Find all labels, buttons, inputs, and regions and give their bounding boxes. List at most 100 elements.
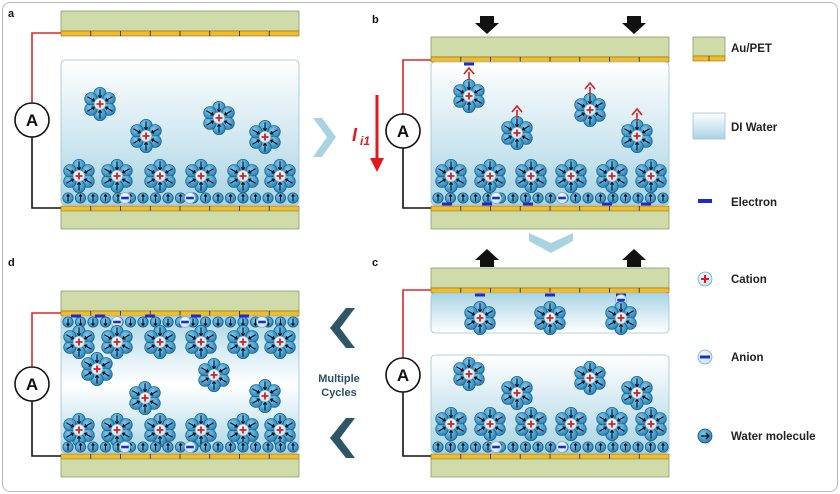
hydrated-cation [435,158,467,194]
hydrated-cation [515,406,547,442]
plus-sign [276,338,284,346]
wire [31,137,61,209]
plus-sign [113,426,121,434]
minus-sign [617,298,625,302]
electron [442,202,452,206]
ammeter-d: A [14,366,50,402]
anion [184,192,196,204]
hydrated-cation [534,300,566,336]
wire [402,59,431,114]
minus-sign [558,196,566,200]
water-molecule [469,441,482,453]
panel-label-d: d [8,257,15,269]
water-molecule [249,394,263,408]
hydrated-cation [63,324,95,360]
water-molecule [84,102,98,116]
minus-sign [492,196,500,200]
wire [31,401,61,457]
pet-substrate [60,10,300,32]
water-molecule [569,441,582,453]
wire [402,392,431,457]
plus-sign [567,172,575,180]
hydrated-cation [474,158,506,194]
water-molecule [287,441,299,453]
water-molecule [619,441,632,453]
water-molecule [148,124,162,138]
plus-sign [567,420,575,428]
plus-sign [608,420,616,428]
water-molecule [635,422,649,436]
gold-electrode [60,205,300,212]
water-molecule [162,441,174,453]
anion [556,192,568,204]
water-molecule [471,84,485,98]
water-molecule [515,422,529,436]
circuits [31,32,431,457]
hydrated-ions [62,62,669,453]
red-arrow-head [584,81,596,90]
water-molecule [137,316,149,328]
plus-sign [447,172,455,180]
water-molecule [81,357,95,371]
water-molecule [63,340,77,354]
legend-label: Water molecule [731,431,816,443]
water-molecule [199,441,212,453]
plus-sign [465,370,473,378]
electron [482,202,492,206]
minus-sign [186,196,194,200]
ammeter-label: A [397,122,409,141]
hydrated-cation [227,324,259,360]
hydrated-cation [635,158,667,194]
ammeter-label: A [26,375,38,394]
current-indicator: I i1 [352,95,384,172]
water-molecule [453,362,467,376]
water-molecule [237,192,249,204]
water-molecule [507,441,519,453]
water-molecule [274,441,287,453]
water-molecule [644,441,657,453]
plus-sign [465,92,473,100]
plus-sign [142,132,150,140]
legend-cation: Cation [697,271,767,287]
water-molecule [212,192,224,204]
chevron-right-icon [313,118,336,157]
hydrated-cation [249,378,281,414]
water-molecule [594,441,607,453]
water-molecule [596,164,610,178]
press-arrows-b [475,16,646,34]
water-molecule [544,192,557,204]
water-molecule [162,192,174,204]
water-molecule [621,381,635,395]
water-molecule [607,192,619,204]
hydrated-cation [635,406,667,442]
water-molecule [469,192,482,204]
water-molecule [274,192,287,204]
plus-sign [75,338,83,346]
hydrated-cation [81,351,113,387]
chevron-left-icon [330,418,355,458]
water-molecule [507,192,519,204]
water-molecule [474,412,488,426]
water-molecule [102,92,116,106]
water-molecule [287,316,299,328]
electron [191,314,201,318]
legend-anion: Anion [697,349,764,365]
water-molecule [198,363,212,377]
water-molecule [264,330,278,344]
water-molecule [594,192,607,204]
electron [71,314,81,318]
water-molecule [199,316,212,328]
hydrated-cation [474,406,506,442]
water-molecule [74,192,87,204]
hydrated-cation [596,406,628,442]
water-molecule [519,192,532,204]
anion [119,441,131,453]
water-molecule [87,316,99,328]
plus-sign [156,172,164,180]
water-molecule [534,306,548,320]
electron [545,293,555,297]
anion [556,441,568,453]
electron [602,202,612,206]
plus-sign [276,426,284,434]
plus-sign [113,338,121,346]
